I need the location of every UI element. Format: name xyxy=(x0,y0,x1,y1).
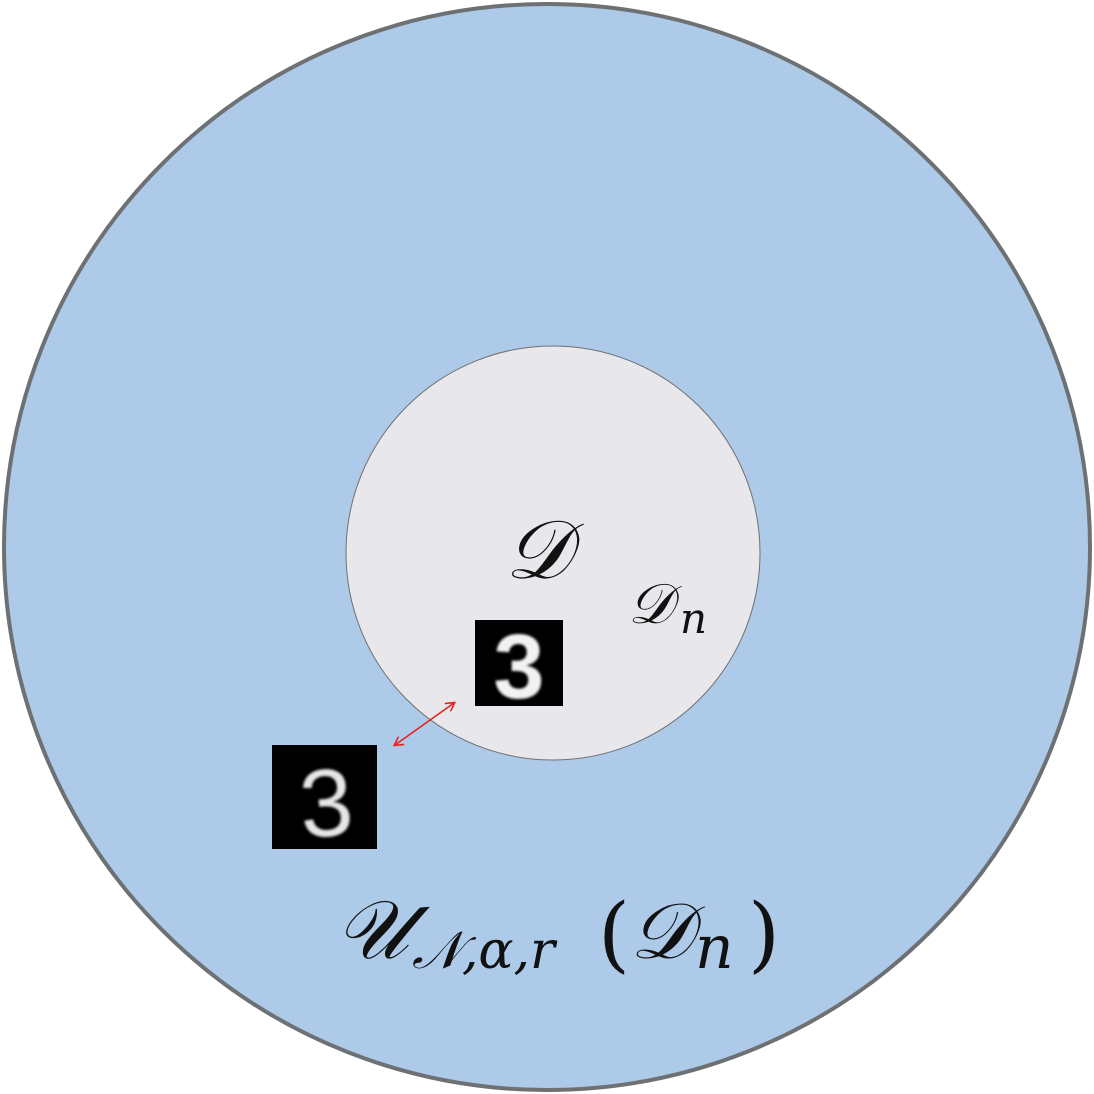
neighborhood-label-arg-subscript: n xyxy=(695,913,734,983)
perturbed-digit-image: 3 xyxy=(272,745,377,859)
neighborhood-label-subscript: 𝒩,α,r xyxy=(412,921,558,981)
in-distribution-digit-image: 3 xyxy=(475,616,563,718)
dataset-label-subscript: n xyxy=(680,594,707,643)
in-distribution-digit: 3 xyxy=(493,616,544,718)
perturbed-digit: 3 xyxy=(296,748,357,858)
neighborhood-label-open-paren: ( xyxy=(598,887,630,982)
inner-distribution-region xyxy=(345,345,761,761)
neighborhood-label-close-paren: ) xyxy=(748,887,780,982)
distance-arrow xyxy=(395,703,454,745)
